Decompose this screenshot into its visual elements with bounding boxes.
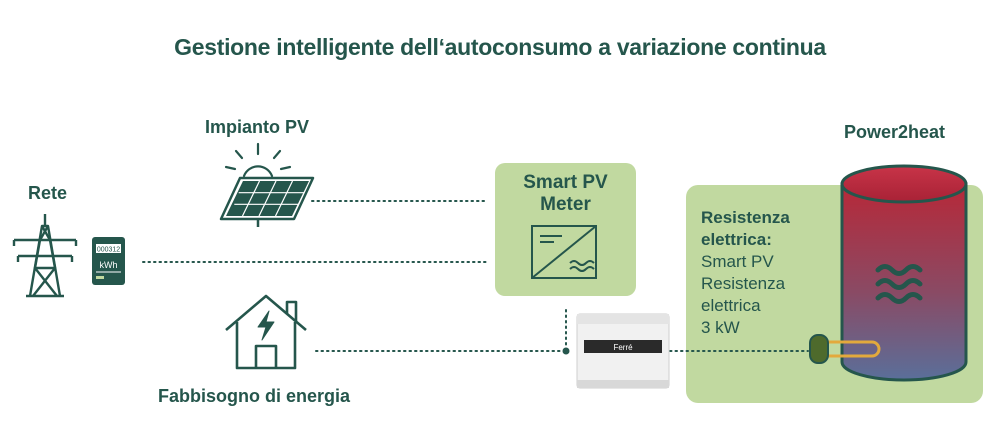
electricity-meter-icon: 000312 kWh <box>92 237 125 285</box>
heating-element-description: Resistenza elettrica: Smart PV Resistenz… <box>701 207 821 339</box>
meter-unit-label: kWh <box>100 260 118 270</box>
heater-line-3: elettrica <box>701 296 761 315</box>
meter-display-reading: 000312 <box>97 247 120 254</box>
energy-demand-label: Fabbisogno di energia <box>158 386 351 406</box>
meter-title-line-1: Smart PV <box>523 172 608 193</box>
smart-pv-meter-panel: Smart PV Meter <box>495 163 636 296</box>
power-regulator-device: Ferré <box>576 313 670 389</box>
sun-icon <box>224 142 292 178</box>
house-icon <box>225 294 307 370</box>
heater-line-4: 3 kW <box>701 318 740 337</box>
junction-dot <box>562 347 570 355</box>
power-pylon-icon <box>12 214 78 298</box>
water-tank-icon <box>809 164 968 382</box>
device-brand-label: Ferré <box>613 343 633 352</box>
grid-label: Rete <box>28 183 68 203</box>
connection-lines <box>142 200 809 352</box>
meter-title-line-2: Meter <box>540 194 591 215</box>
heater-line-2: Resistenza <box>701 274 786 293</box>
pv-plant-label: Impianto PV <box>205 117 310 137</box>
heater-line-1: Smart PV <box>701 252 774 271</box>
power2heat-label: Power2heat <box>844 122 946 142</box>
heater-heading-line-1: Resistenza <box>701 208 790 227</box>
converter-icon <box>531 225 597 279</box>
solar-panel-icon <box>219 142 315 227</box>
heat-waves-icon <box>875 264 923 304</box>
page-title: Gestione intelligente dell‘autoconsumo a… <box>174 34 826 60</box>
smart-pv-meter-title: Smart PV Meter <box>495 172 636 216</box>
heating-rod-icon <box>809 334 881 364</box>
heater-heading-line-2: elettrica: <box>701 230 772 249</box>
